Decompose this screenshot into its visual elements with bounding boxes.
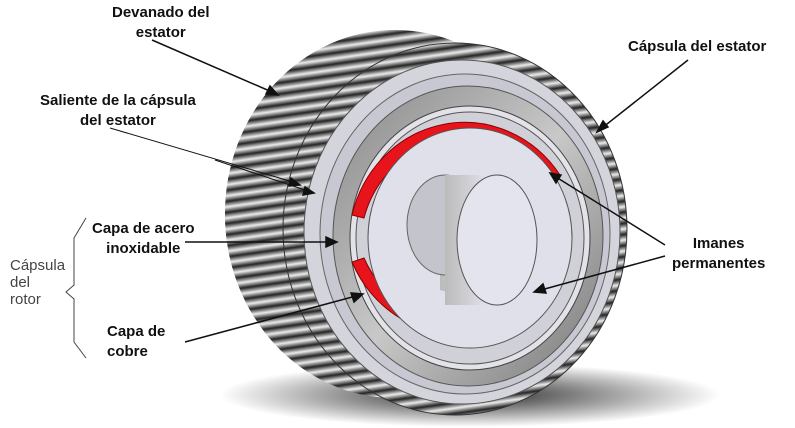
- leader-lines: [109, 39, 689, 343]
- label-stator-capsule: Cápsula del estator: [628, 38, 767, 55]
- shaft-end: [456, 174, 538, 306]
- rotor-capsule-brace: [65, 217, 87, 359]
